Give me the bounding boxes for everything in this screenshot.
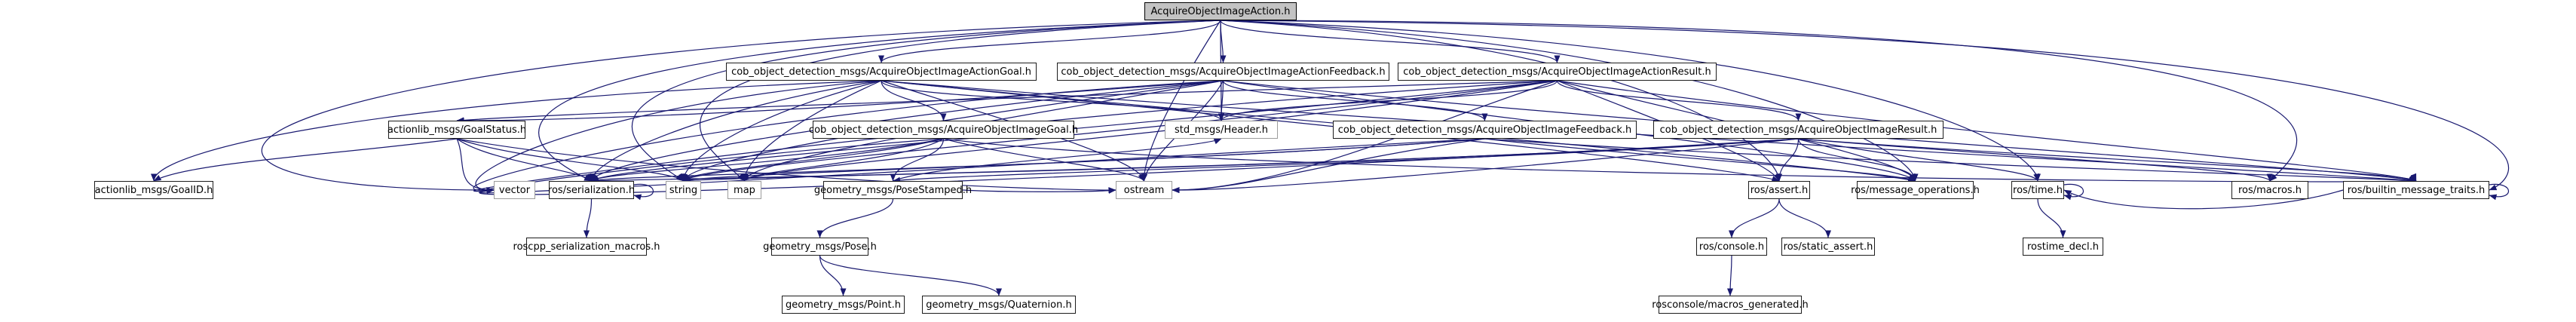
graph-node-rosconsolemacros[interactable]: rosconsole/macros_generated.h bbox=[1652, 296, 1809, 314]
edge-actionfeedback-to-traits bbox=[1223, 80, 2417, 182]
edge-actiongoal-to-string bbox=[680, 80, 882, 182]
edge-assert-to-staticassert bbox=[1778, 198, 1831, 238]
graph-node-posestamped[interactable]: geometry_msgs/PoseStamped.h bbox=[814, 181, 972, 199]
edge-time-to-rostimedecl bbox=[2037, 198, 2066, 238]
graph-node-console[interactable]: ros/console.h bbox=[1696, 238, 1767, 256]
edge-imagefeedback-to-ostream bbox=[1172, 138, 1485, 194]
edge-actiongoal-to-serialization bbox=[588, 80, 882, 182]
edge-action-to-vector bbox=[261, 20, 1221, 194]
edge-imageresult-to-assert bbox=[1776, 138, 1800, 182]
graph-node-vector: vector bbox=[494, 181, 535, 199]
edge-goalstatus-to-serialization bbox=[456, 138, 592, 182]
edge-goalstatus-to-goalid bbox=[153, 138, 458, 182]
graph-node-actionfeedback[interactable]: cob_object_detection_msgs/AcquireObjectI… bbox=[1057, 63, 1389, 81]
edge-actiongoal-to-goalid bbox=[151, 80, 882, 182]
graph-node-pose[interactable]: geometry_msgs/Pose.h bbox=[763, 238, 877, 256]
graph-node-header: std_msgs/Header.h bbox=[1165, 121, 1278, 139]
graph-node-actiongoal[interactable]: cob_object_detection_msgs/AcquireObjectI… bbox=[726, 63, 1037, 81]
edge-action-to-time bbox=[1220, 20, 2041, 182]
edge-actionresult-to-string bbox=[682, 80, 1558, 182]
edge-imagegoal-to-string bbox=[679, 138, 944, 182]
edge-actionfeedback-to-vector bbox=[473, 80, 1224, 194]
edge-imagefeedback-to-msgops bbox=[1484, 138, 1916, 182]
edge-assert-to-console bbox=[1729, 198, 1780, 238]
edge-action-to-macros bbox=[1220, 20, 2298, 182]
edge-serialization-to-serialization bbox=[633, 183, 654, 201]
edge-group bbox=[151, 20, 2510, 296]
edge-pose-to-quaternion bbox=[819, 255, 1002, 296]
edge-imageresult-to-macros bbox=[1798, 138, 2273, 182]
graph-node-map: map bbox=[727, 181, 761, 199]
graph-node-rostimedecl[interactable]: rostime_decl.h bbox=[2023, 238, 2103, 256]
edge-action-to-serialization bbox=[538, 20, 1221, 182]
graph-node-imagegoal[interactable]: cob_object_detection_msgs/AcquireObjectI… bbox=[809, 121, 1078, 139]
graph-node-serialization[interactable]: ros/serialization.h bbox=[548, 181, 635, 199]
graph-node-staticassert[interactable]: ros/static_assert.h bbox=[1781, 238, 1875, 256]
graph-node-imagefeedback[interactable]: cob_object_detection_msgs/AcquireObjectI… bbox=[1333, 121, 1637, 139]
graph-node-roscppmacros[interactable]: roscpp_serialization_macros.h bbox=[513, 238, 660, 256]
graph-node-macros[interactable]: ros/macros.h bbox=[2231, 181, 2308, 199]
edge-goalstatus-to-vector bbox=[456, 138, 495, 194]
graph-node-msgops[interactable]: ros/message_operations.h bbox=[1851, 181, 1980, 199]
edge-time-to-time bbox=[2063, 183, 2084, 201]
edge-imagegoal-to-traits bbox=[943, 138, 2417, 185]
edge-imagegoal-to-map bbox=[741, 138, 944, 182]
graph-node-point[interactable]: geometry_msgs/Point.h bbox=[782, 296, 905, 314]
edge-goalstatus-to-ostream bbox=[456, 138, 1116, 194]
graph-node-goalstatus[interactable]: actionlib_msgs/GoalStatus.h bbox=[387, 121, 526, 139]
graph-node-goalid[interactable]: actionlib_msgs/GoalID.h bbox=[94, 181, 213, 199]
edge-actionfeedback-to-string bbox=[681, 80, 1224, 182]
edge-actionfeedback-to-goalstatus bbox=[456, 80, 1224, 124]
edge-actionresult-to-vector bbox=[473, 80, 1558, 194]
edge-imageresult-to-traits bbox=[1798, 138, 2417, 182]
edge-imagegoal-to-ostream bbox=[943, 138, 1145, 182]
edge-action-to-traits bbox=[1220, 20, 2510, 191]
edge-imageresult-to-ostream bbox=[1172, 138, 1799, 194]
edge-actiongoal-to-traits bbox=[881, 80, 2417, 184]
edge-pose-to-point bbox=[819, 255, 847, 296]
edge-action-to-ostream bbox=[1141, 20, 1221, 182]
edge-actionresult-to-imageresult bbox=[1556, 80, 1802, 121]
edge-imagefeedback-to-serialization bbox=[591, 138, 1485, 182]
edge-console-to-rosconsolemacros bbox=[1727, 255, 1734, 296]
edge-actiongoal-to-imagegoal bbox=[881, 80, 947, 121]
edge-posestamped-to-ostream bbox=[962, 187, 1116, 194]
graph-node-time[interactable]: ros/time.h bbox=[2011, 181, 2064, 199]
edge-imageresult-to-posestamped bbox=[893, 138, 1799, 183]
edge-imagegoal-to-serialization bbox=[590, 138, 944, 182]
edge-action-to-actiongoal bbox=[878, 20, 1221, 63]
edge-action-to-actionresult bbox=[1220, 20, 1561, 63]
graph-node-action: AcquireObjectImageAction.h bbox=[1144, 2, 1297, 20]
edge-action-to-msgops bbox=[1220, 20, 1919, 182]
edge-traits-to-traits bbox=[2489, 183, 2510, 201]
edge-posestamped-to-header bbox=[893, 138, 1222, 182]
edge-serialization-to-roscppmacros bbox=[584, 198, 593, 238]
graph-node-ostream: ostream bbox=[1116, 181, 1172, 199]
edge-imageresult-to-serialization bbox=[591, 138, 1799, 184]
graph-node-actionresult[interactable]: cob_object_detection_msgs/AcquireObjectI… bbox=[1398, 63, 1717, 81]
graph-node-string: string bbox=[666, 181, 701, 199]
edge-imageresult-to-msgops bbox=[1797, 138, 1919, 182]
edge-posestamped-to-pose bbox=[816, 198, 894, 238]
graph-node-traits[interactable]: ros/builtin_message_traits.h bbox=[2343, 181, 2489, 199]
graph-node-quaternion[interactable]: geometry_msgs/Quaternion.h bbox=[922, 296, 1076, 314]
graph-node-imageresult[interactable]: cob_object_detection_msgs/AcquireObjectI… bbox=[1653, 121, 1943, 139]
edge-actionresult-to-traits bbox=[1557, 80, 2417, 182]
graph-node-assert[interactable]: ros/assert.h bbox=[1748, 181, 1810, 199]
edge-imageresult-to-time bbox=[1798, 138, 2039, 182]
edge-actionresult-to-goalstatus bbox=[456, 80, 1558, 124]
edge-actionfeedback-to-serialization bbox=[590, 80, 1224, 182]
edge-actionresult-to-msgops bbox=[1557, 80, 1919, 182]
